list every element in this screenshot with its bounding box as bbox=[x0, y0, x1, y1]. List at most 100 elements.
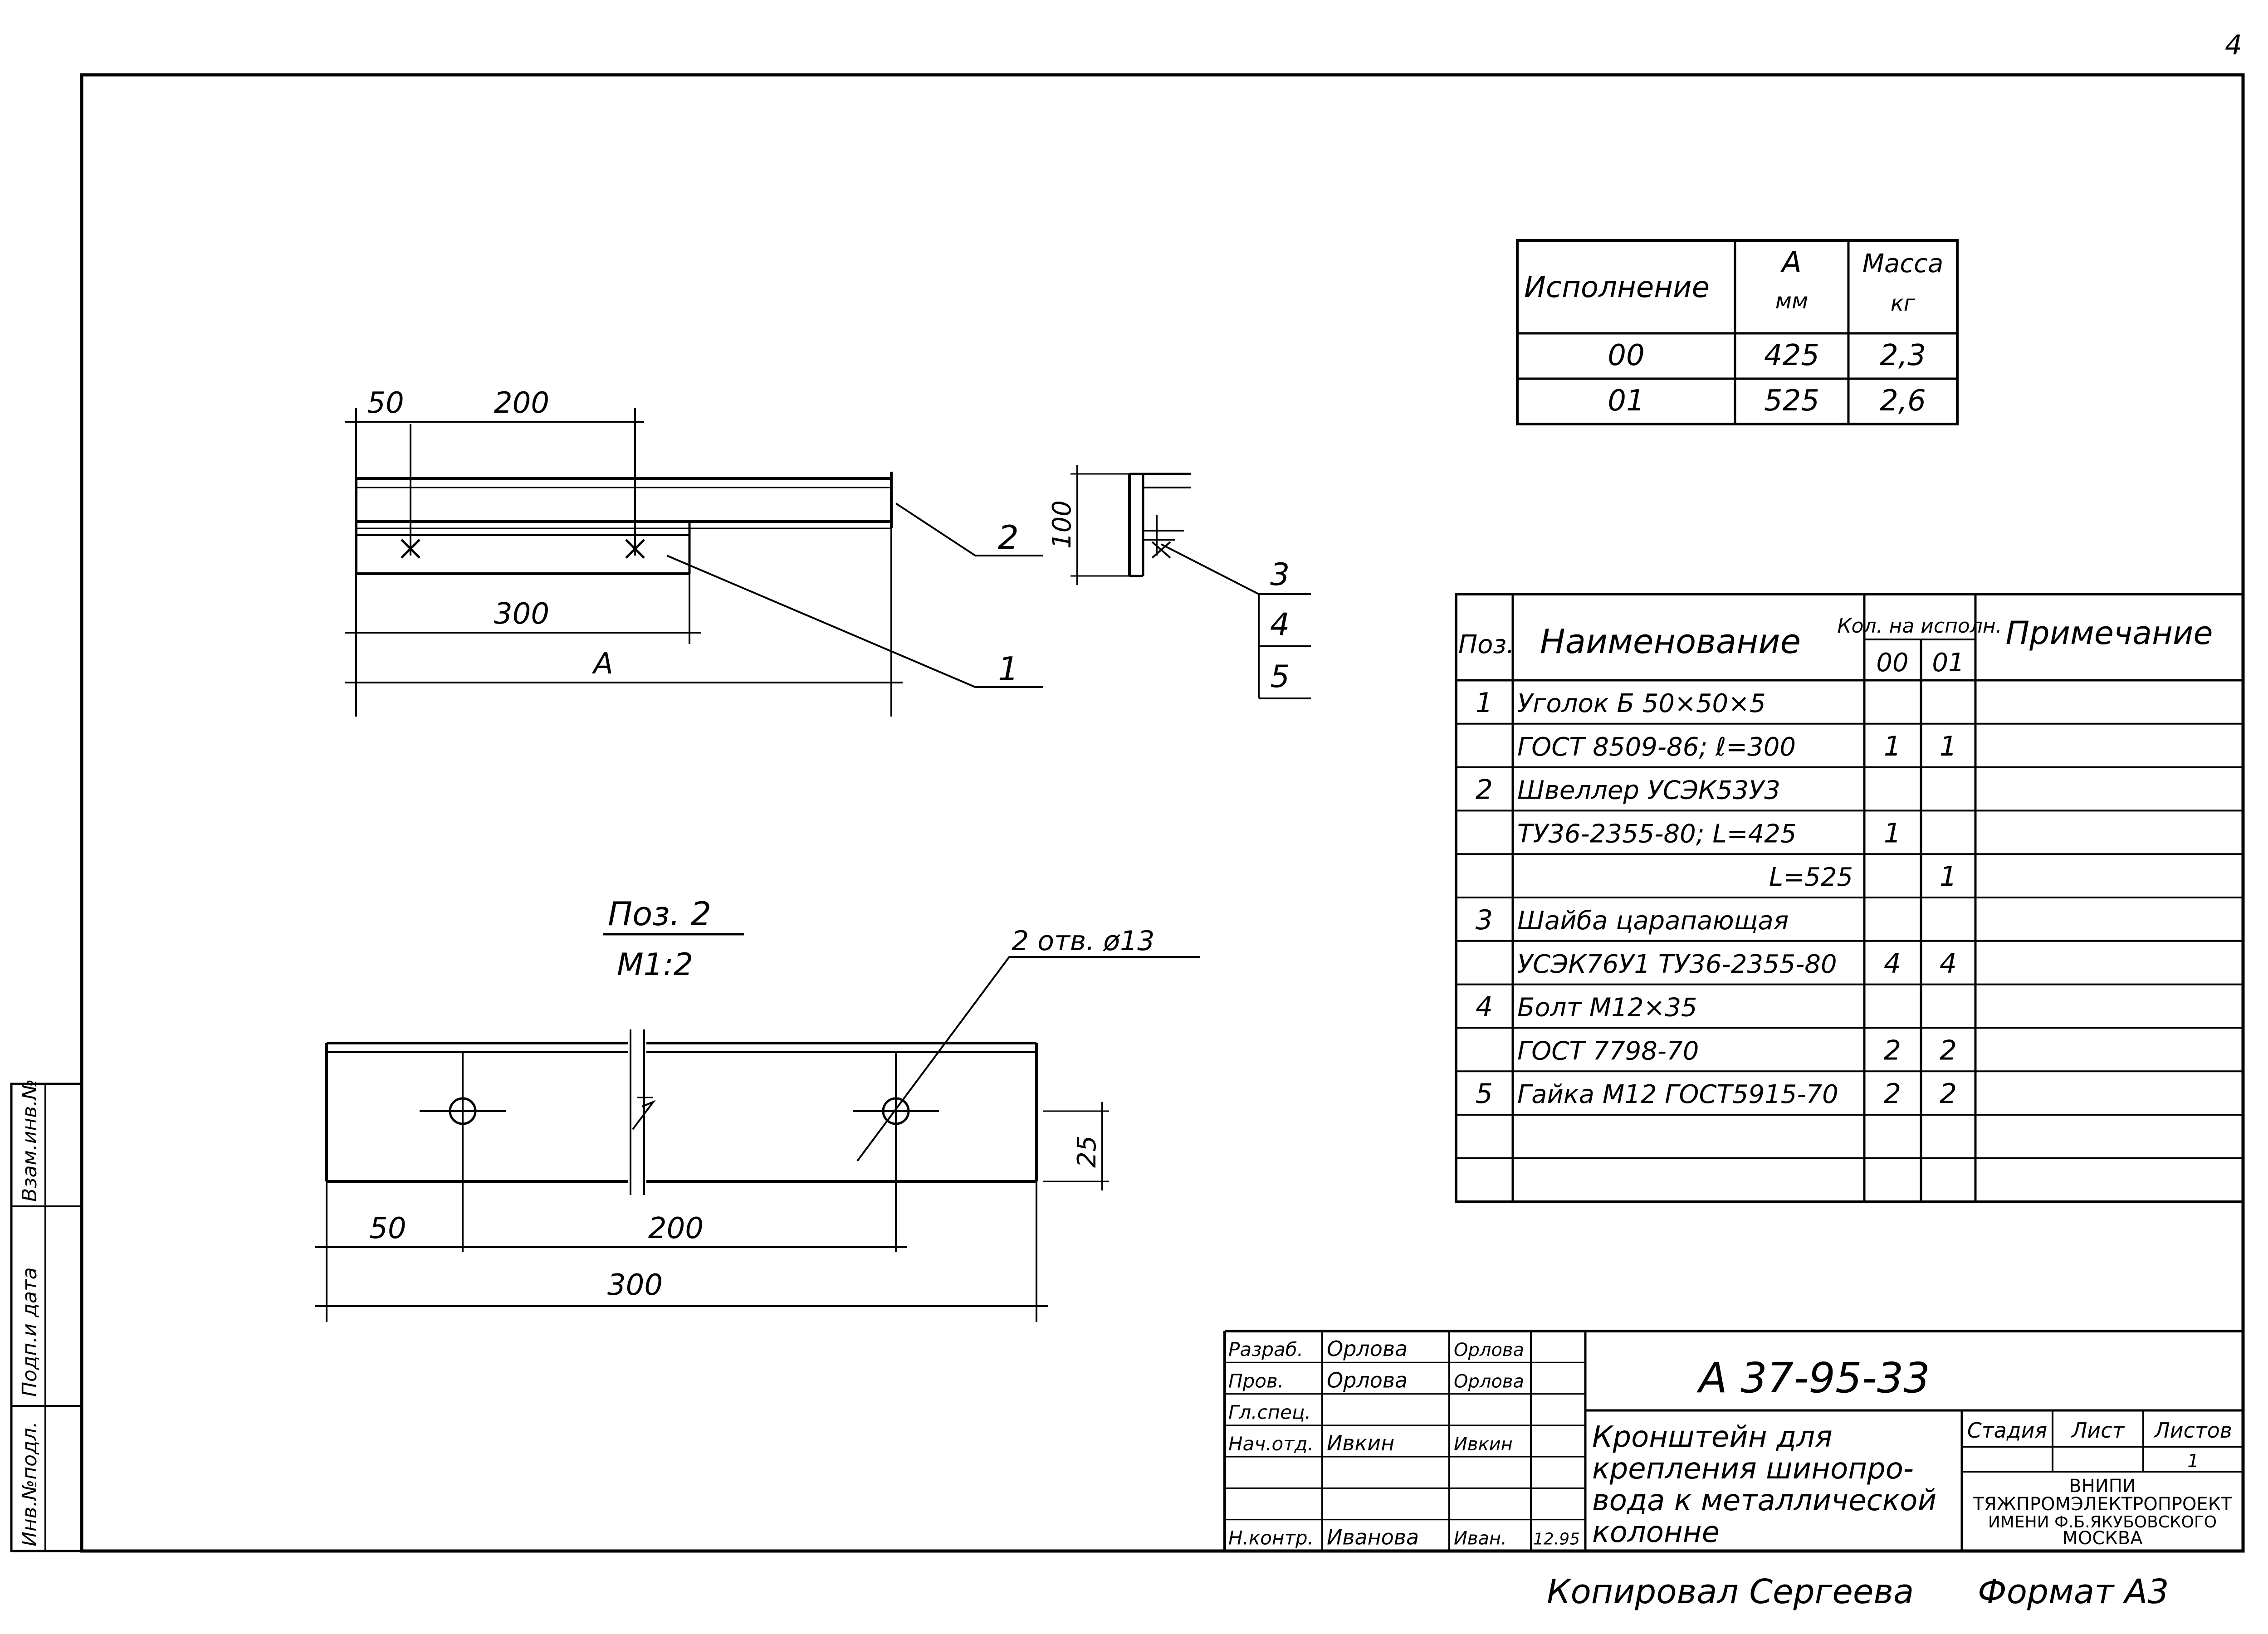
side-stamp-inv: Инв.№подл. bbox=[18, 1421, 41, 1546]
signature-role: Н.контр. bbox=[1228, 1527, 1314, 1549]
side-stamp-replace: Взам.инв.№ bbox=[18, 1079, 41, 1202]
sheet-label: Лист bbox=[2071, 1418, 2125, 1443]
detail-title: Поз. 2 bbox=[608, 895, 711, 933]
copied-label: Копировал Сергеева bbox=[1547, 1572, 1914, 1611]
variants-header-a: А bbox=[1780, 246, 1802, 279]
signature-role: Пров. bbox=[1228, 1370, 1284, 1392]
detail-dim-200: 200 bbox=[648, 1212, 704, 1245]
spec-row-name: ТУ36-2355-80; L=425 bbox=[1517, 819, 1796, 849]
signature-date: 12.95 bbox=[1533, 1530, 1580, 1549]
variant-cell: 01 bbox=[1608, 384, 1644, 418]
org-line: ИМЕНИ Ф.Б.ЯКУБОВСКОГО bbox=[1988, 1513, 2217, 1532]
spec-row-q01: 2 bbox=[1940, 1034, 1957, 1066]
spec-header-note: Примечание bbox=[2005, 615, 2213, 652]
spec-row-name: УСЭК76У1 ТУ36-2355-80 bbox=[1517, 950, 1837, 979]
spec-row-pos: 1 bbox=[1476, 687, 1493, 719]
dim-100: 100 bbox=[1047, 500, 1077, 549]
detail-dim-300: 300 bbox=[607, 1268, 663, 1302]
hole-note: 2 отв. ø13 bbox=[1012, 925, 1154, 957]
title-line: колонне bbox=[1592, 1516, 1720, 1549]
spec-header-name: Наименование bbox=[1540, 622, 1801, 661]
spec-row-pos: 2 bbox=[1476, 774, 1493, 806]
title-line: вода к металлической bbox=[1592, 1484, 1936, 1517]
title-line: Кронштейн для bbox=[1592, 1420, 1833, 1454]
spec-row-q01: 2 bbox=[1940, 1078, 1957, 1110]
top-view: 50 200 300 A 2 1 bbox=[345, 386, 1043, 717]
org-line: ТЯЖПРОМЭЛЕКТРОПРОЕКТ bbox=[1972, 1494, 2232, 1515]
dim-200: 200 bbox=[494, 386, 549, 420]
detail-scale: М1:2 bbox=[617, 947, 693, 983]
sheet-frame bbox=[80, 73, 2245, 1553]
signature-sign: Орлова bbox=[1454, 1340, 1524, 1361]
spec-row-pos: 4 bbox=[1476, 991, 1493, 1023]
variants-header-kg: кг bbox=[1891, 291, 1916, 316]
signature-name: Орлова bbox=[1327, 1368, 1408, 1392]
variants-header-mm: мм bbox=[1775, 288, 1808, 314]
variants-header-mass: Масса bbox=[1862, 249, 1944, 278]
format-label: Формат А3 bbox=[1978, 1572, 2169, 1611]
spec-header-pos: Поз. bbox=[1458, 630, 1515, 659]
callout-2: 2 bbox=[998, 518, 1019, 556]
variant-a-cell: 425 bbox=[1764, 339, 1819, 372]
variants-table: Исполнение А мм Масса кг 00 425 2,3 01 5… bbox=[1516, 239, 1959, 425]
spec-row-pos: 3 bbox=[1476, 904, 1493, 936]
sheets-value: 1 bbox=[2187, 1451, 2199, 1472]
callout-4: 4 bbox=[1270, 607, 1290, 643]
variants-header-variant: Исполнение bbox=[1524, 271, 1710, 304]
spec-header-qty-00: 00 bbox=[1876, 648, 1908, 678]
spec-header-qty-01: 01 bbox=[1932, 648, 1964, 678]
callout-5: 5 bbox=[1270, 659, 1290, 695]
dim-300: 300 bbox=[494, 597, 549, 631]
variant-mass-cell: 2,6 bbox=[1880, 384, 1926, 418]
variant-cell: 00 bbox=[1608, 339, 1644, 372]
sheets-label: Листов bbox=[2153, 1418, 2232, 1443]
dim-25: 25 bbox=[1072, 1136, 1102, 1168]
spec-row-pos: 5 bbox=[1476, 1078, 1493, 1110]
spec-row-q01: 1 bbox=[1940, 731, 1957, 762]
dim-50: 50 bbox=[367, 386, 404, 420]
side-stamp-sign: Подп.и дата bbox=[18, 1267, 41, 1397]
spec-row-q00: 1 bbox=[1884, 731, 1901, 762]
signature-sign: Ивкин bbox=[1454, 1434, 1513, 1455]
stage-label: Стадия bbox=[1967, 1418, 2047, 1443]
org-line: ВНИПИ bbox=[2069, 1476, 2136, 1497]
signature-name: Орлова bbox=[1327, 1336, 1408, 1361]
spec-row-name: L=525 bbox=[1769, 863, 1853, 892]
spec-row-name: Швеллер УСЭК53У3 bbox=[1517, 776, 1780, 805]
spec-row-q00: 4 bbox=[1884, 948, 1901, 980]
signature-role: Нач.отд. bbox=[1228, 1433, 1314, 1455]
dim-a: A bbox=[591, 647, 613, 681]
signature-sign: Иван. bbox=[1454, 1528, 1507, 1549]
side-stamp: Инв.№подл. Подп.и дата Взам.инв.№ bbox=[10, 1079, 83, 1552]
signature-sign: Орлова bbox=[1454, 1371, 1524, 1392]
signature-role: Разраб. bbox=[1228, 1338, 1303, 1361]
variant-mass-cell: 2,3 bbox=[1880, 339, 1926, 372]
detail-dim-50: 50 bbox=[369, 1212, 406, 1245]
detail-view: Поз. 2 М1:2 2 отв. ø13 25 50 bbox=[315, 895, 1200, 1322]
spec-table: Поз. Наименование Кол. на исполн. 00 01 … bbox=[1455, 593, 2244, 1203]
side-view: 100 3 4 5 bbox=[1047, 465, 1311, 699]
spec-row-q00: 1 bbox=[1884, 817, 1901, 849]
spec-row-name: ГОСТ 7798-70 bbox=[1517, 1036, 1699, 1066]
spec-row-name: ГОСТ 8509-86; ℓ=300 bbox=[1517, 732, 1796, 762]
org-line: МОСКВА bbox=[2062, 1528, 2143, 1549]
signature-role: Гл.спец. bbox=[1228, 1401, 1311, 1424]
spec-row-q00: 2 bbox=[1884, 1034, 1901, 1066]
signature-name: Иванова bbox=[1327, 1525, 1419, 1550]
spec-row-q01: 4 bbox=[1940, 948, 1957, 980]
spec-row-name: Шайба царапающая bbox=[1517, 906, 1789, 936]
spec-row-name: Гайка М12 ГОСТ5915-70 bbox=[1517, 1080, 1838, 1109]
callout-3: 3 bbox=[1270, 557, 1290, 593]
spec-header-qty: Кол. на исполн. bbox=[1837, 615, 2002, 638]
page-number: 4 bbox=[2225, 29, 2242, 61]
spec-row-q00: 2 bbox=[1884, 1078, 1901, 1110]
title-line: крепления шинопро- bbox=[1592, 1452, 1914, 1486]
signature-name: Ивкин bbox=[1327, 1431, 1394, 1455]
spec-row-name: Болт М12×35 bbox=[1517, 993, 1697, 1023]
variant-a-cell: 525 bbox=[1764, 384, 1819, 418]
spec-row-name: Уголок Б 50×50×5 bbox=[1517, 689, 1766, 718]
spec-row-q01: 1 bbox=[1940, 861, 1957, 893]
